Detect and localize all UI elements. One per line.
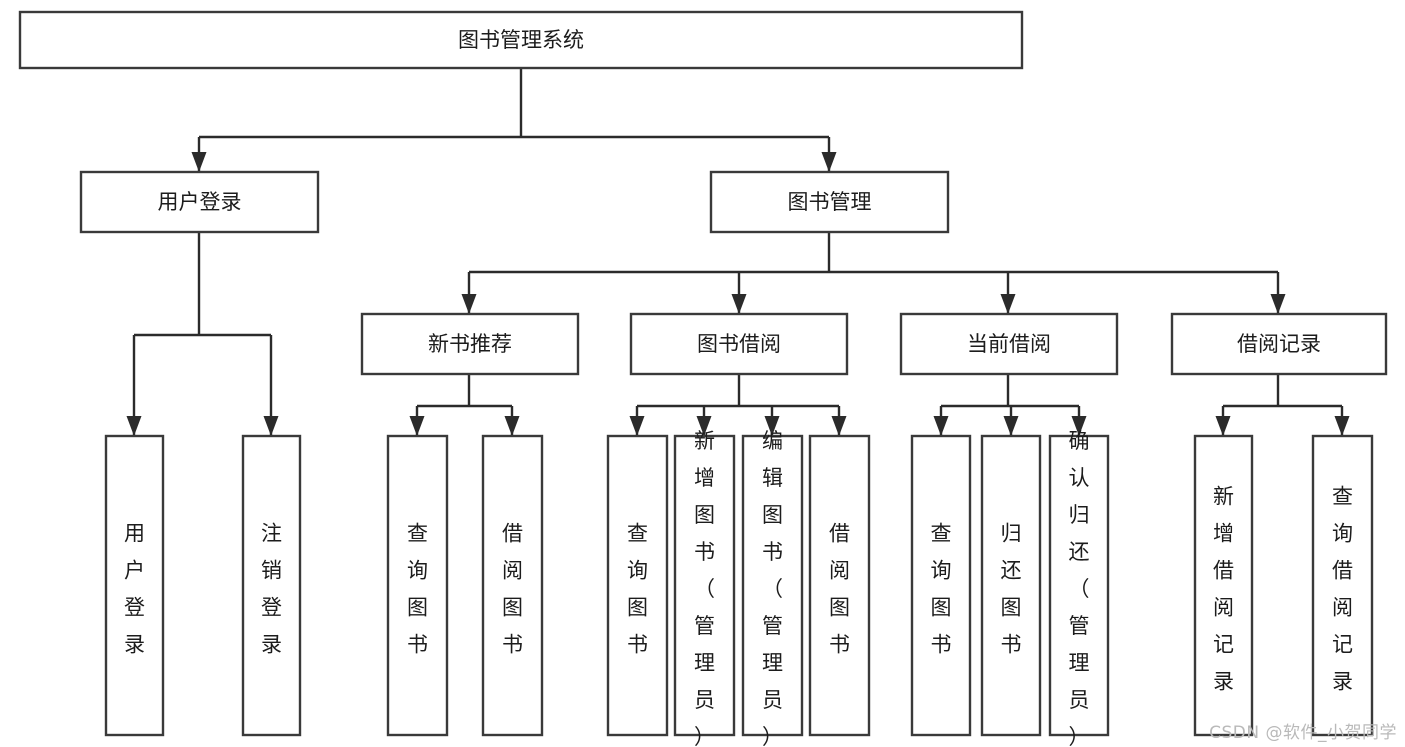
arrow-head-icon <box>1000 294 1016 314</box>
arrow-head-icon <box>126 416 142 436</box>
arrow-head-icon <box>191 152 207 172</box>
conn-current-borrow-fan <box>933 374 1087 436</box>
node-box <box>360 312 580 376</box>
conn-borrow-record-fan <box>1215 374 1350 436</box>
conn-user-login-fan <box>126 232 279 436</box>
node-new-book-recommend[interactable]: 新书推荐 <box>360 312 580 376</box>
node-label: 图书管理系统 <box>458 28 584 52</box>
arrow-head-icon <box>504 416 520 436</box>
node-label: 编辑图书（管理员） <box>762 429 783 747</box>
node-leaf-logout[interactable]: 注销登录 <box>241 434 302 737</box>
arrow-head-icon <box>263 416 279 436</box>
node-leaf-query-book-borrow[interactable]: 查询图书 <box>606 434 669 737</box>
node-leaf-query-book-rec[interactable]: 查询图书 <box>386 434 449 737</box>
node-box <box>606 434 669 737</box>
arrow-head-icon <box>696 416 712 436</box>
node-leaf-query-book-current[interactable]: 查询图书 <box>910 434 972 737</box>
node-layer: 图书管理系统用户登录图书管理新书推荐图书借阅当前借阅借阅记录用户登录注销登录查询… <box>18 10 1388 747</box>
node-box <box>741 434 804 737</box>
arrow-head-icon <box>1003 416 1019 436</box>
node-label: 注销登录 <box>261 521 282 656</box>
node-box <box>980 434 1042 737</box>
node-label: 借阅记录 <box>1237 332 1321 356</box>
arrow-head-icon <box>1270 294 1286 314</box>
node-label: 新书推荐 <box>428 332 512 356</box>
node-leaf-borrow-book[interactable]: 借阅图书 <box>808 434 871 737</box>
node-leaf-borrow-book-rec[interactable]: 借阅图书 <box>481 434 544 737</box>
conn-root-fan <box>191 68 837 172</box>
node-label: 当前借阅 <box>967 332 1051 356</box>
node-label: 图书管理 <box>788 190 872 214</box>
connector-layer <box>126 68 1350 436</box>
node-label: 查询图书 <box>407 521 428 656</box>
node-label: 查询图书 <box>627 521 648 656</box>
node-box <box>899 312 1119 376</box>
node-box <box>1193 434 1254 737</box>
node-user-login[interactable]: 用户登录 <box>79 170 320 234</box>
node-box <box>1311 434 1374 737</box>
conn-new-book-fan <box>409 374 520 436</box>
arrow-head-icon <box>933 416 949 436</box>
arrow-head-icon <box>731 294 747 314</box>
node-root[interactable]: 图书管理系统 <box>18 10 1024 70</box>
node-label: 用户登录 <box>158 190 242 214</box>
node-leaf-confirm-return[interactable]: 确认归还（管理员） <box>1048 429 1110 747</box>
node-box <box>241 434 302 737</box>
conn-book-borrow-fan <box>629 374 847 436</box>
node-box <box>79 170 320 234</box>
arrow-head-icon <box>1334 416 1350 436</box>
arrow-head-icon <box>821 152 837 172</box>
node-box <box>629 312 849 376</box>
arrow-head-icon <box>461 294 477 314</box>
node-label: 归还图书 <box>1001 521 1022 656</box>
node-label: 查询借阅记录 <box>1332 484 1353 693</box>
conn-book-manage-fan <box>461 232 1286 314</box>
node-leaf-query-borrow-record[interactable]: 查询借阅记录 <box>1311 434 1374 737</box>
node-box <box>1170 312 1388 376</box>
node-box <box>481 434 544 737</box>
node-leaf-return-book[interactable]: 归还图书 <box>980 434 1042 737</box>
arrow-head-icon <box>409 416 425 436</box>
node-box <box>1048 434 1110 737</box>
node-box <box>104 434 165 737</box>
node-label: 借阅图书 <box>502 521 523 656</box>
arrow-head-icon <box>764 416 780 436</box>
arrow-head-icon <box>1071 416 1087 436</box>
node-borrow-record[interactable]: 借阅记录 <box>1170 312 1388 376</box>
node-box <box>673 434 736 737</box>
node-book-borrow[interactable]: 图书借阅 <box>629 312 849 376</box>
arrow-head-icon <box>629 416 645 436</box>
node-box <box>709 170 950 234</box>
node-label: 用户登录 <box>124 521 145 656</box>
node-label: 借阅图书 <box>829 521 850 656</box>
arrow-head-icon <box>831 416 847 436</box>
arrow-head-icon <box>1215 416 1231 436</box>
node-box <box>18 10 1024 70</box>
node-label: 新增借阅记录 <box>1213 484 1234 693</box>
node-leaf-user-login[interactable]: 用户登录 <box>104 434 165 737</box>
node-label: 查询图书 <box>931 521 952 656</box>
node-leaf-add-book[interactable]: 新增图书（管理员） <box>673 429 736 747</box>
node-box <box>386 434 449 737</box>
node-book-manage[interactable]: 图书管理 <box>709 170 950 234</box>
node-box <box>808 434 871 737</box>
node-leaf-edit-book[interactable]: 编辑图书（管理员） <box>741 429 804 747</box>
node-box <box>910 434 972 737</box>
node-label: 确认归还（管理员） <box>1069 429 1090 747</box>
node-label: 图书借阅 <box>697 332 781 356</box>
node-leaf-add-borrow-record[interactable]: 新增借阅记录 <box>1193 434 1254 737</box>
node-label: 新增图书（管理员） <box>694 429 715 747</box>
node-current-borrow[interactable]: 当前借阅 <box>899 312 1119 376</box>
